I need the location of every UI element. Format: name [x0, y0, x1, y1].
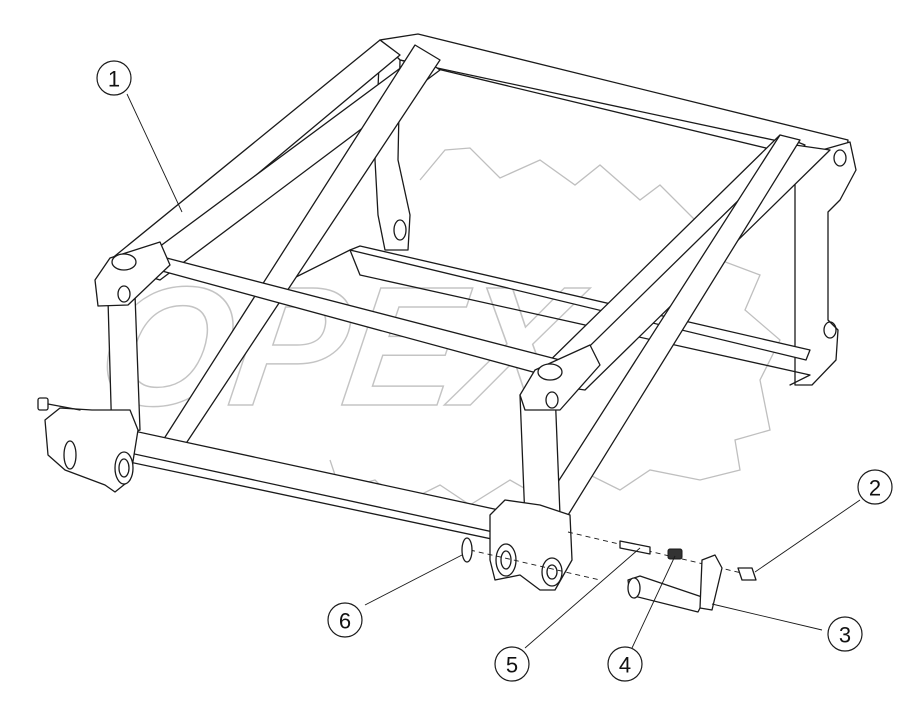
- alignment-line-pin: [567, 531, 751, 576]
- spring: [667, 548, 683, 560]
- bolt: [737, 567, 757, 581]
- leader-line-6: [364, 554, 463, 606]
- callout-1: 1: [96, 60, 132, 96]
- watermark-gear-outline: [329, 147, 781, 506]
- leader-line-1: [126, 93, 183, 213]
- exploded-parts: [461, 531, 757, 613]
- pivot-pin-shaft: [627, 575, 706, 613]
- callout-1-label: 1: [108, 67, 120, 92]
- watermark-text: OPEX: [88, 252, 596, 442]
- leader-line-5: [524, 547, 641, 649]
- callout-5-label: 5: [506, 653, 518, 678]
- middle-cross-bar: [349, 245, 811, 361]
- pin-locking-plate: [699, 554, 723, 611]
- callout-6-label: 6: [339, 609, 351, 634]
- callout-5-circle: [494, 646, 530, 682]
- leader-lines: [126, 93, 861, 649]
- alignment-line-ring: [469, 549, 601, 581]
- pivot-pin-head: [627, 577, 641, 599]
- lock-pin: [619, 540, 651, 555]
- callout-3-label: 3: [839, 623, 851, 648]
- callout-2-label: 2: [869, 476, 881, 501]
- leader-line-3: [711, 603, 823, 631]
- leader-line-4: [631, 555, 676, 649]
- callout-6-circle: [327, 602, 363, 638]
- retaining-ring: [461, 537, 473, 563]
- callout-5: 5: [494, 646, 530, 682]
- callout-3-circle: [827, 616, 863, 652]
- callout-4-label: 4: [619, 653, 631, 678]
- right-pivot-bracket: [519, 344, 601, 411]
- callout-2-circle: [857, 469, 893, 505]
- callout-1-circle: [96, 60, 132, 96]
- callout-4-circle: [607, 646, 643, 682]
- loader-frame: [37, 33, 857, 591]
- callout-3: 3: [827, 616, 863, 652]
- callout-2: 2: [857, 469, 893, 505]
- leader-line-2: [754, 499, 861, 573]
- right-diagonal-brace: [539, 134, 801, 521]
- front-lower-cross-tube: [69, 427, 546, 541]
- callout-6: 6: [327, 602, 363, 638]
- callout-4: 4: [607, 646, 643, 682]
